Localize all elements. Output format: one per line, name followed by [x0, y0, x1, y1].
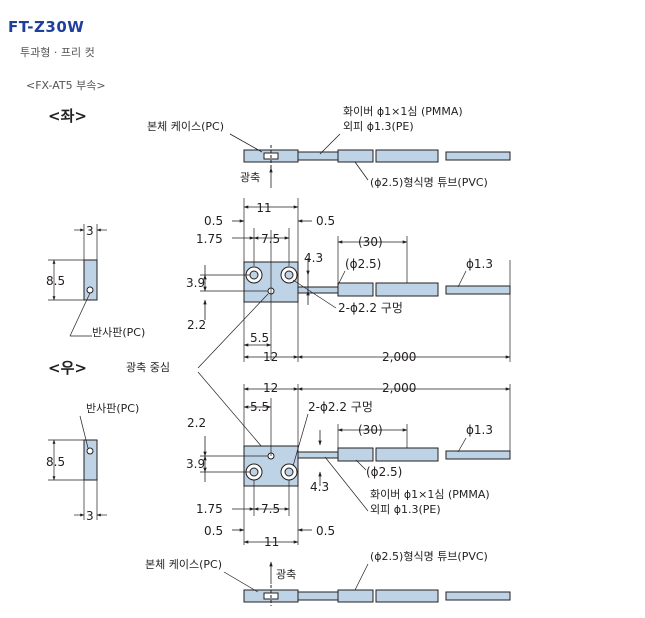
- right-dim-length: 2,000: [382, 381, 416, 395]
- sensor-type: 투과형 · 프리 컷: [20, 46, 95, 59]
- header: FT-Z30W 투과형 · 프리 컷 <FX-AT5 부속>: [0, 0, 645, 100]
- left-dim-hole-h: 3.9: [186, 276, 205, 290]
- right-dim-axis-v: 2.2: [187, 416, 206, 430]
- left-plate-width: 3: [86, 224, 94, 238]
- left-dim-tube-dia: (ϕ2.5): [345, 257, 381, 271]
- left-case-leader: [229, 133, 263, 153]
- left-axis-label: 광축: [240, 171, 260, 184]
- right-dim-tube-dia: (ϕ2.5): [366, 465, 402, 479]
- right-dim-gap-left: 0.5: [204, 524, 223, 538]
- right-dim-axis-h: 5.5: [250, 400, 269, 414]
- right-axis-label: 광축: [276, 568, 296, 581]
- left-dim-gap-right: 0.5: [316, 214, 335, 228]
- right-plate-leader: [79, 415, 89, 449]
- left-holes-leader: [292, 279, 337, 309]
- right-bottom-view: [243, 585, 511, 606]
- left-dim-hole-v: 4.3: [304, 251, 323, 265]
- left-plate-dim-lines: [48, 224, 107, 301]
- left-dim-axis-v: 2.2: [187, 318, 206, 332]
- right-dim-bottom-width: 11: [264, 535, 279, 549]
- left-fiber-line2: 외피 ϕ1.3(PE): [343, 120, 414, 133]
- right-dim-fiber-dia: ϕ1.3: [466, 423, 493, 437]
- left-tube-leader: [354, 161, 369, 181]
- left-top-view: [243, 145, 511, 168]
- left-dim-offset: 1.75: [196, 232, 223, 246]
- left-dim-top-width: 11: [256, 201, 271, 215]
- right-fiber-dia-leader: [457, 437, 467, 453]
- left-dim-holes: 2-ϕ2.2 구멍: [338, 301, 403, 315]
- right-plate-width: 3: [86, 509, 94, 523]
- right-fiber-line2: 외피 ϕ1.3(PE): [370, 503, 441, 516]
- right-fiber-leader: [324, 456, 369, 512]
- left-dim-length: 2,000: [382, 350, 416, 364]
- right-dim-pitch: 7.5: [261, 502, 280, 516]
- left-heading: <좌>: [48, 107, 87, 125]
- right-dim-holes: 2-ϕ2.2 구멍: [308, 400, 373, 414]
- left-dim-gap-left: 0.5: [204, 214, 223, 228]
- right-tube-leader: [354, 563, 369, 591]
- left-dim-pitch: 7.5: [261, 232, 280, 246]
- right-tube-dia-leader: [355, 459, 367, 471]
- axis-center-label: 광축 중심: [126, 361, 170, 374]
- left-dim-axis-h: 5.5: [250, 331, 269, 345]
- left-fiber-dia-leader: [457, 270, 467, 288]
- left-reflector-plate: [83, 259, 98, 301]
- right-dimension-lines: [203, 387, 511, 544]
- left-dim-cut-len: (30): [358, 235, 383, 249]
- left-dim-width: 12: [263, 350, 278, 364]
- right-tube-label: (ϕ2.5)형식명 튜브(PVC): [370, 550, 488, 563]
- right-case-leader: [223, 571, 259, 593]
- left-dimension-lines: [203, 205, 511, 359]
- right-holes-leader: [292, 413, 309, 467]
- model-title: FT-Z30W: [8, 18, 85, 36]
- left-plate-leader2: [69, 292, 91, 337]
- right-plate-label: 반사판(PC): [86, 402, 139, 415]
- right-plate-height: 8.5: [46, 455, 65, 469]
- right-dim-cut-len: (30): [358, 423, 383, 437]
- left-case-label: 본체 케이스(PC): [147, 120, 224, 133]
- right-dim-offset: 1.75: [196, 502, 223, 516]
- left-dim-fiber-dia: ϕ1.3: [466, 257, 493, 271]
- right-dim-hole-h: 3.9: [186, 457, 205, 471]
- right-reflector-plate: [83, 439, 98, 481]
- left-fiber-leader: [319, 133, 341, 155]
- accessory-note: <FX-AT5 부속>: [26, 79, 106, 92]
- left-plate-height: 8.5: [46, 274, 65, 288]
- right-case-label: 본체 케이스(PC): [145, 558, 222, 571]
- right-heading: <우>: [48, 359, 87, 377]
- axis-center-leader-up: [197, 293, 269, 369]
- left-tube-label: (ϕ2.5)형식명 튜브(PVC): [370, 176, 488, 189]
- left-tube-dia-leader: [337, 270, 346, 286]
- right-dim-gap-right: 0.5: [316, 524, 335, 538]
- left-fiber-line1: 화이버 ϕ1×1심 (PMMA): [343, 105, 463, 118]
- right-plate-dim-lines: [48, 439, 107, 520]
- right-dim-width: 12: [263, 381, 278, 395]
- right-dim-hole-v: 4.3: [310, 480, 329, 494]
- right-fiber-line1: 화이버 ϕ1×1심 (PMMA): [370, 488, 490, 501]
- left-plate-label: 반사판(PC): [92, 326, 145, 339]
- axis-center-leader-down: [197, 371, 269, 455]
